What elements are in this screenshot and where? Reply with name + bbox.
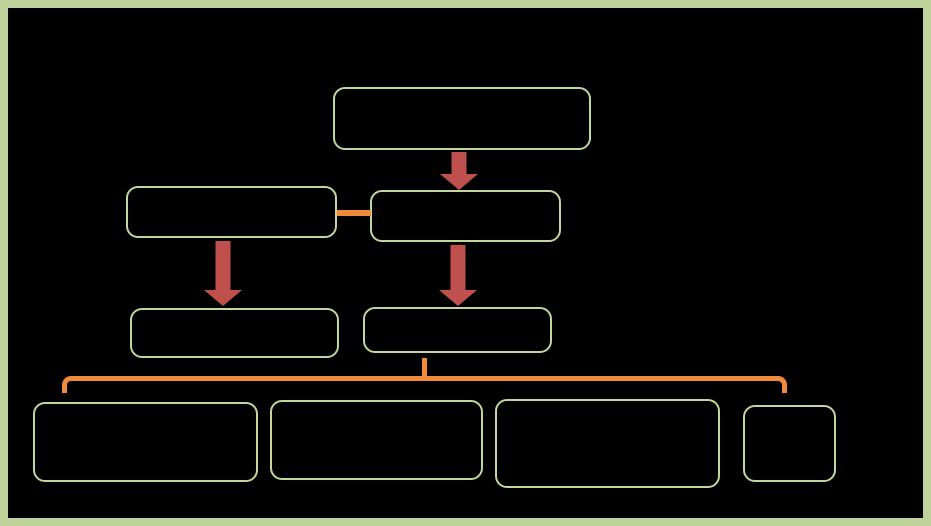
arrow-head-icon bbox=[439, 290, 477, 306]
diagram-node-bottom-4 bbox=[743, 405, 836, 482]
arrow-head-icon bbox=[204, 290, 242, 306]
diagram-node-bottom-2 bbox=[270, 400, 483, 480]
horizontal-connector-mid bbox=[337, 210, 371, 216]
diagram-node-mid-left bbox=[126, 186, 337, 238]
diagram-node-bottom-3 bbox=[495, 399, 720, 488]
arrow-shaft bbox=[215, 241, 231, 292]
diagram-node-lower-right bbox=[363, 307, 552, 353]
diagram-node-bottom-1 bbox=[33, 402, 258, 482]
diagram-node-lower-left bbox=[130, 308, 339, 358]
down-arrow-mid-left-to-lower-left bbox=[204, 241, 242, 306]
arrow-head-icon bbox=[440, 174, 478, 190]
diagram-node-top bbox=[333, 87, 591, 150]
bracket-connector bbox=[62, 376, 787, 393]
arrow-shaft bbox=[450, 245, 466, 292]
down-arrow-mid-right-to-lower-right bbox=[439, 245, 477, 306]
diagram-node-mid-right bbox=[370, 190, 561, 242]
down-arrow-top-to-mid-right bbox=[440, 152, 478, 190]
arrow-shaft bbox=[451, 152, 467, 176]
bracket-stub-connector bbox=[422, 358, 427, 377]
